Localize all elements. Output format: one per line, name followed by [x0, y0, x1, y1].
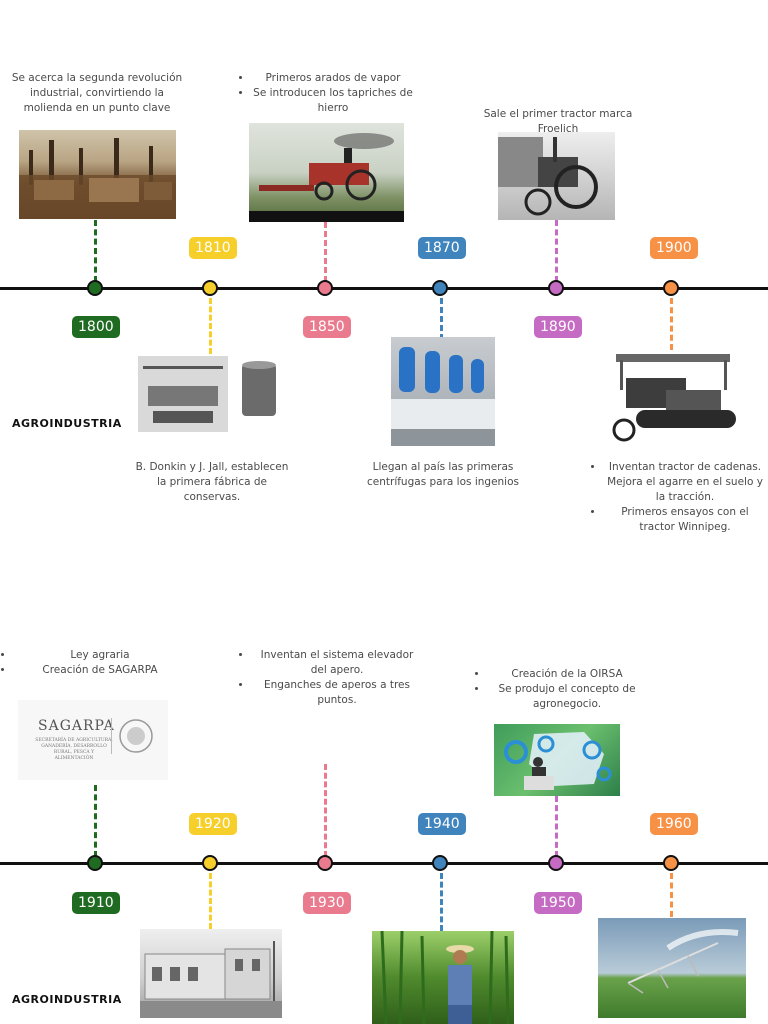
connector-1810 — [209, 298, 212, 354]
connector-1910 — [94, 785, 97, 857]
section-title-2: AGROINDUSTRIA — [12, 993, 122, 1006]
connector-1960 — [670, 873, 673, 917]
node-1800 — [87, 280, 103, 296]
event-list-1910: Ley agraria Creación de SAGARPA — [0, 648, 186, 678]
event-item: Se introducen los tapriches de hierro — [252, 86, 414, 116]
crawler-tractor-photo — [606, 350, 740, 445]
cannery-illustration — [138, 356, 276, 432]
connector-1800 — [94, 220, 97, 282]
cannery-photo — [138, 356, 286, 438]
connector-1850 — [324, 222, 327, 282]
sagarpa-logo-text: SAGARPA — [38, 718, 115, 734]
connector-1890 — [555, 220, 558, 282]
sagarpa-logo-subtext: SECRETARÍA DE AGRICULTURA, GANADERÍA, DE… — [35, 738, 113, 761]
event-text-1800: Se acerca la segunda revolución industri… — [11, 72, 183, 114]
node-1940 — [432, 855, 448, 871]
event-list-1930: Inventan el sistema elevador del apero. … — [238, 648, 422, 708]
year-badge-1810: 1810 — [189, 237, 237, 259]
connector-1930 — [324, 764, 327, 857]
sagarpa-logo: SAGARPA SECRETARÍA DE AGRICULTURA, GANAD… — [18, 700, 168, 780]
farmer-illustration — [380, 931, 510, 1024]
node-1870 — [432, 280, 448, 296]
event-list-1850: Primeros arados de vapor Se introducen l… — [238, 71, 414, 116]
tractor-illustration — [498, 137, 598, 216]
node-1900 — [663, 280, 679, 296]
centrifuge-illustration — [391, 347, 495, 446]
event-item: Creación de la OIRSA — [488, 667, 646, 682]
event-item: Inventan el sistema elevador del apero. — [252, 648, 422, 678]
year-badge-1910: 1910 — [72, 892, 120, 914]
event-item: Primeros ensayos con el tractor Winnipeg… — [604, 505, 766, 535]
event-item: Se produjo el concepto de agronegocio. — [488, 682, 646, 712]
event-list-1950: Creación de la OIRSA Se produjo el conce… — [474, 667, 646, 712]
year-badge-1890: 1890 — [534, 316, 582, 338]
section-title-1: AGROINDUSTRIA — [12, 417, 122, 430]
event-item: Inventan tractor de cadenas. Mejora el a… — [604, 460, 766, 505]
crawler-illustration — [612, 354, 736, 442]
event-text-1810: B. Donkin y J. Jall, establecen la prime… — [135, 461, 289, 503]
centrifuge-photo — [391, 337, 495, 446]
building-illustration — [140, 941, 282, 1018]
year-badge-1920: 1920 — [189, 813, 237, 835]
event-item: Primeros arados de vapor — [252, 71, 414, 86]
coat-of-arms-icon — [119, 719, 153, 753]
connector-1920 — [209, 873, 212, 929]
factory-photo — [19, 130, 176, 219]
event-text-1870: Llegan al país las primeras centrífugas … — [367, 461, 519, 488]
agribusiness-illustration — [504, 732, 612, 790]
node-1960 — [663, 855, 679, 871]
connector-1950 — [555, 796, 558, 857]
event-item: Enganches de aperos a tres puntos. — [252, 678, 422, 708]
irrigation-photo — [598, 918, 746, 1018]
timeline-axis-1 — [0, 287, 768, 290]
connector-1870 — [440, 298, 443, 340]
year-badge-1950: 1950 — [534, 892, 582, 914]
year-badge-1870: 1870 — [418, 237, 466, 259]
timeline-axis-2 — [0, 862, 768, 865]
year-badge-1960: 1960 — [650, 813, 698, 835]
event-item: Ley agraria — [14, 648, 186, 663]
connector-1900 — [670, 298, 673, 350]
year-badge-1900: 1900 — [650, 237, 698, 259]
year-badge-1800: 1800 — [72, 316, 120, 338]
steam-plow-illustration — [249, 133, 404, 222]
node-1810 — [202, 280, 218, 296]
connector-1940 — [440, 873, 443, 931]
node-1920 — [202, 855, 218, 871]
factory-illustration — [19, 138, 176, 219]
cornfield-photo — [372, 931, 514, 1024]
irrigation-illustration — [627, 929, 739, 994]
building-photo — [140, 929, 282, 1018]
event-item: Creación de SAGARPA — [14, 663, 186, 678]
year-badge-1940: 1940 — [418, 813, 466, 835]
node-1930 — [317, 855, 333, 871]
year-badge-1850: 1850 — [303, 316, 351, 338]
node-1910 — [87, 855, 103, 871]
node-1890 — [548, 280, 564, 296]
year-badge-1930: 1930 — [303, 892, 351, 914]
event-list-1900: Inventan tractor de cadenas. Mejora el a… — [590, 460, 766, 535]
froelich-tractor-photo — [498, 132, 615, 220]
steam-plow-photo — [249, 123, 404, 222]
oirsa-photo — [494, 724, 620, 796]
node-1950 — [548, 855, 564, 871]
node-1850 — [317, 280, 333, 296]
